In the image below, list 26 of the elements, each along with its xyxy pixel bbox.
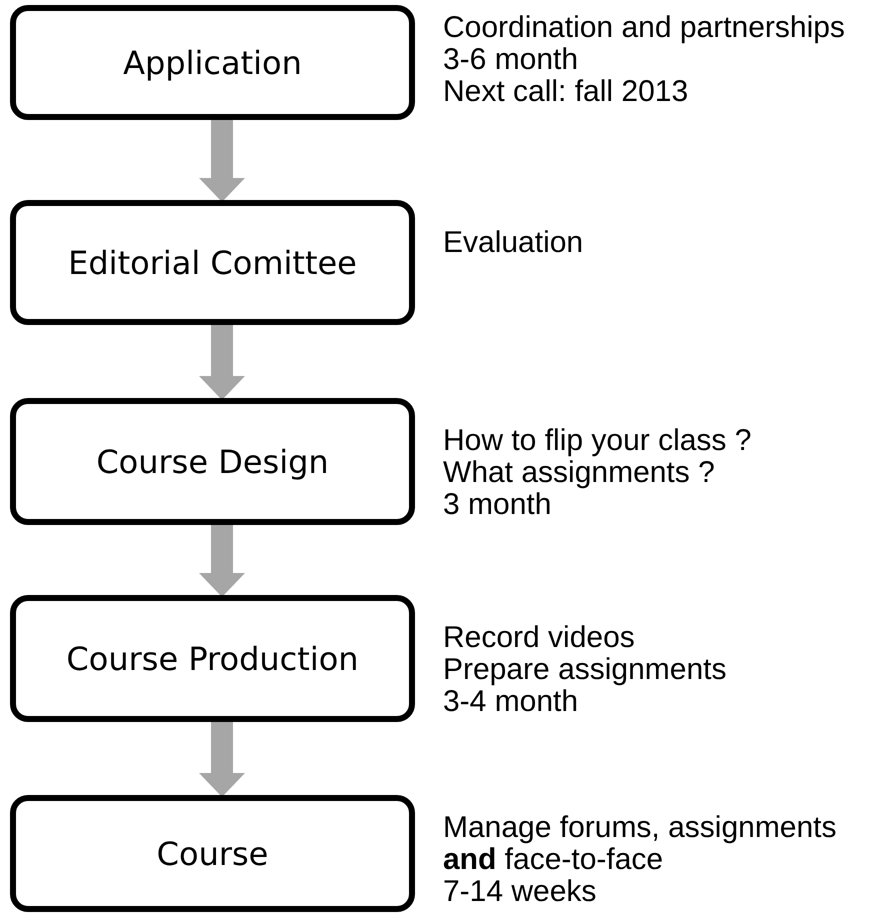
step-note: 7-14 weeks bbox=[443, 876, 598, 908]
step-title: Course bbox=[156, 834, 268, 872]
arrow bbox=[199, 325, 245, 400]
step-note: Coordination and partnerships bbox=[443, 12, 846, 44]
process-box bbox=[10, 398, 415, 525]
step-note: Manage forums, assignments and face-to-face bbox=[443, 812, 838, 876]
step-title: Application bbox=[123, 44, 302, 82]
process-box bbox=[10, 595, 415, 722]
step-note: What assignments ? bbox=[443, 457, 716, 489]
step-note: 3-4 month bbox=[443, 686, 578, 718]
step-note: How to flip your class ? bbox=[443, 425, 752, 457]
step-title: Editorial Comittee bbox=[68, 244, 357, 282]
step-title: Course Design bbox=[96, 442, 329, 480]
process-box bbox=[10, 795, 415, 912]
step-note: Prepare assignments bbox=[443, 654, 728, 686]
arrow bbox=[199, 525, 245, 597]
step-note: 3-6 month bbox=[443, 44, 580, 76]
step-note: 3 month bbox=[443, 489, 552, 521]
process-box bbox=[10, 200, 415, 325]
step-note: Evaluation bbox=[443, 227, 584, 259]
arrow bbox=[199, 722, 245, 797]
step-note: Record videos bbox=[443, 622, 636, 654]
step-title: Course Production bbox=[66, 640, 359, 678]
process-box bbox=[10, 5, 415, 120]
step-note: Next call: fall 2013 bbox=[443, 76, 690, 108]
arrow bbox=[199, 120, 245, 202]
